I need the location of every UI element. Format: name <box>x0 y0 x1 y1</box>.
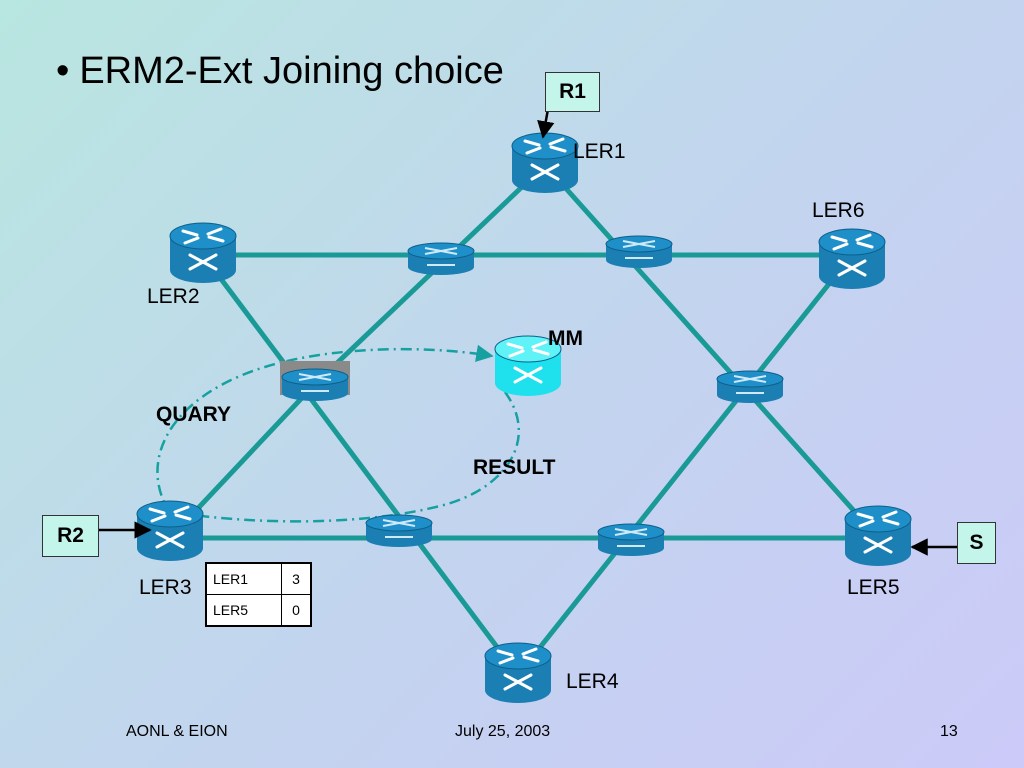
query-label: QUARY <box>156 403 232 426</box>
switch-icon <box>716 370 784 403</box>
switch-icon <box>407 242 475 275</box>
footer-date: July 25, 2003 <box>455 723 551 740</box>
ler6-label: LER6 <box>812 199 865 222</box>
s-box: S <box>957 522 996 564</box>
ler5-label: LER5 <box>847 576 900 599</box>
table-cell-value: 3 <box>281 562 312 595</box>
router-icon <box>844 505 912 566</box>
mm-label: MM <box>548 327 583 350</box>
router-icon <box>169 222 237 283</box>
table-cell-router: LER1 <box>205 562 282 595</box>
title-text: ERM2-Ext Joining choice <box>79 50 504 92</box>
routing-table: LER1 3 LER5 0 <box>205 562 312 627</box>
ler1-label: LER1 <box>573 140 626 163</box>
switch-icon <box>365 514 433 547</box>
switch-icon <box>280 361 350 401</box>
switch-icon <box>597 523 665 556</box>
link-ler2-ler4 <box>200 252 521 678</box>
footer-page-number: 13 <box>940 723 958 740</box>
table-row: LER1 3 <box>205 562 312 595</box>
ler3-label: LER3 <box>139 576 192 599</box>
ler4-label: LER4 <box>566 670 619 693</box>
query-result-loop <box>156 344 521 525</box>
router-icon <box>136 500 204 561</box>
title-bullet: • <box>56 50 70 92</box>
footer-left: AONL & EION <box>126 723 228 740</box>
table-cell-router: LER5 <box>205 594 282 627</box>
table-row: LER5 0 <box>205 594 312 627</box>
link-ler6-ler4 <box>515 252 855 678</box>
ler2-label: LER2 <box>147 285 200 308</box>
router-icon <box>511 132 579 193</box>
table-cell-value: 0 <box>281 594 312 627</box>
query-arrow <box>156 344 494 517</box>
router-icon <box>818 228 886 289</box>
result-label: RESULT <box>473 456 556 479</box>
r1-box: R1 <box>545 72 600 112</box>
result-arrow <box>183 391 521 525</box>
router-icon <box>484 642 552 703</box>
switch-icon <box>605 235 673 268</box>
network-links <box>167 162 883 678</box>
r1-arrow <box>537 108 555 139</box>
r2-box: R2 <box>42 515 99 557</box>
router-icon <box>494 335 562 396</box>
link-ler1-ler5 <box>542 162 883 543</box>
slide-title: •ERM2-Ext Joining choice <box>56 50 504 93</box>
